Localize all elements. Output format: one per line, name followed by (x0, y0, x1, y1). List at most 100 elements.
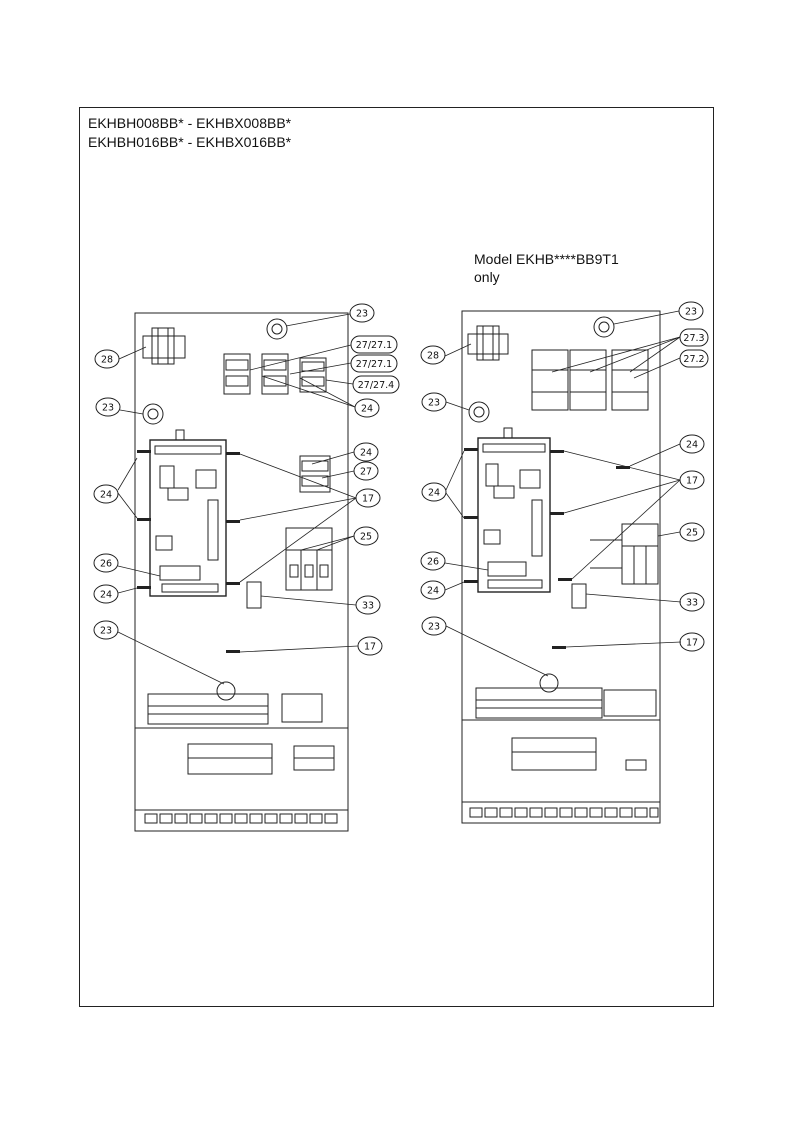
callout-label: 25 (360, 532, 372, 543)
callout-label: 26 (100, 559, 112, 570)
left-callouts: 23 28 27/27.1 27/27.1 27/27.4 23 24 24 2… (93, 303, 400, 656)
callout-bubble: 25 (353, 526, 379, 546)
callout-label: 33 (362, 601, 374, 612)
callout-label: 24 (686, 440, 698, 451)
callout-bubble: 26 (93, 553, 119, 573)
callout-bubble: 23 (421, 392, 447, 412)
callout-label: 17 (364, 642, 376, 653)
callout-bubble: 24 (353, 442, 379, 462)
left-cable-gland-bottom (216, 681, 236, 701)
model-title-line-2: EKHBH016BB* - EKHBX016BB* (88, 134, 292, 150)
callout-label: 27.3 (683, 333, 704, 344)
callout-bubble: 17 (679, 470, 705, 490)
callout-label: 23 (102, 403, 114, 414)
right-panel-outline (461, 310, 661, 824)
callout-bubble: 33 (355, 595, 381, 615)
left-cable-gland-mid (142, 403, 164, 425)
callout-label: 27/27.4 (358, 380, 394, 391)
right-pcb (477, 427, 551, 593)
callout-bubble: 23 (421, 616, 447, 636)
callout-bubble: 23 (678, 301, 704, 321)
callout-bubble: 27/27.4 (352, 375, 400, 394)
callout-bubble: 27 (353, 461, 379, 481)
right-cable-gland-top (593, 316, 615, 338)
callout-bubble: 26 (420, 551, 446, 571)
right-transformer (467, 325, 509, 361)
callout-label: 26 (427, 557, 439, 568)
callout-label: 28 (427, 351, 439, 362)
callout-bubble: 27.3 (679, 328, 709, 347)
callout-label: 17 (362, 494, 374, 505)
callout-label: 23 (428, 398, 440, 409)
drawing-frame (79, 107, 714, 1007)
right-terminal-strip-top (475, 687, 657, 719)
callout-label: 27.2 (683, 354, 704, 365)
right-leader-lines (444, 310, 682, 677)
callout-label: 25 (686, 528, 698, 539)
callout-bubble: 28 (420, 345, 446, 365)
right-knockouts (469, 807, 659, 818)
callout-bubble: 17 (357, 636, 383, 656)
callout-bubble: 24 (679, 434, 705, 454)
left-switch-box (117, 312, 359, 832)
model-note: Model EKHB****BB9T1 only (474, 250, 619, 286)
left-terminal-strip-top (147, 693, 323, 725)
callout-label: 24 (360, 448, 372, 459)
callout-bubble: 33 (679, 592, 705, 612)
callout-label: 23 (100, 626, 112, 637)
right-cable-gland-mid (468, 401, 490, 423)
callout-bubble: 23 (93, 620, 119, 640)
callout-label: 23 (685, 307, 697, 318)
model-title-line-1: EKHBH008BB* - EKHBX008BB* (88, 115, 292, 131)
left-pcb (149, 429, 227, 597)
callout-bubble: 23 (349, 303, 375, 323)
left-knockouts (144, 813, 338, 824)
callout-label: 24 (100, 490, 112, 501)
right-terminal-strip-bottom (511, 737, 647, 771)
model-note-line-1: Model EKHB****BB9T1 (474, 251, 619, 267)
callout-label: 27/27.1 (356, 340, 392, 351)
callout-label: 24 (428, 488, 440, 499)
callout-label: 24 (427, 586, 439, 597)
callout-bubble: 24 (93, 484, 119, 504)
right-cable-gland-bottom (539, 673, 559, 693)
callout-bubble: 28 (94, 349, 120, 369)
callout-label: 24 (361, 404, 373, 415)
callout-bubble: 24 (354, 398, 380, 418)
callout-bubble: 27.2 (679, 349, 709, 368)
callout-bubble: 27/27.1 (350, 335, 398, 354)
callout-label: 27 (360, 467, 372, 478)
right-switch-box (444, 310, 682, 824)
left-fuse-holder (246, 581, 262, 609)
callout-label: 23 (356, 309, 368, 320)
right-callouts: 23 28 27.3 27.2 23 24 24 17 25 26 24 33 … (420, 301, 709, 652)
callout-bubble: 24 (421, 482, 447, 502)
left-standoffs (137, 450, 240, 653)
model-note-line-2: only (474, 269, 500, 285)
callout-label: 17 (686, 476, 698, 487)
right-contactors (531, 349, 649, 411)
left-leader-lines (117, 313, 359, 685)
callout-label: 23 (428, 622, 440, 633)
left-circuit-breaker (285, 527, 333, 591)
left-cable-gland-top (266, 318, 288, 340)
callout-bubble: 17 (679, 632, 705, 652)
left-panel-outline (134, 312, 349, 832)
callout-bubble: 23 (95, 397, 121, 417)
callout-label: 24 (100, 590, 112, 601)
callout-bubble: 25 (679, 522, 705, 542)
callout-bubble: 27/27.1 (350, 354, 398, 373)
callout-label: 33 (686, 598, 698, 609)
callout-bubble: 24 (93, 584, 119, 604)
left-contactors (223, 353, 331, 493)
left-transformer (142, 327, 186, 365)
callout-label: 27/27.1 (356, 359, 392, 370)
right-standoffs (464, 448, 630, 649)
callout-label: 17 (686, 638, 698, 649)
right-circuit-breaker (590, 523, 659, 585)
left-terminal-strip-bottom (187, 743, 335, 775)
right-fuse-holder (571, 583, 587, 609)
callout-bubble: 24 (420, 580, 446, 600)
callout-label: 28 (101, 355, 113, 366)
